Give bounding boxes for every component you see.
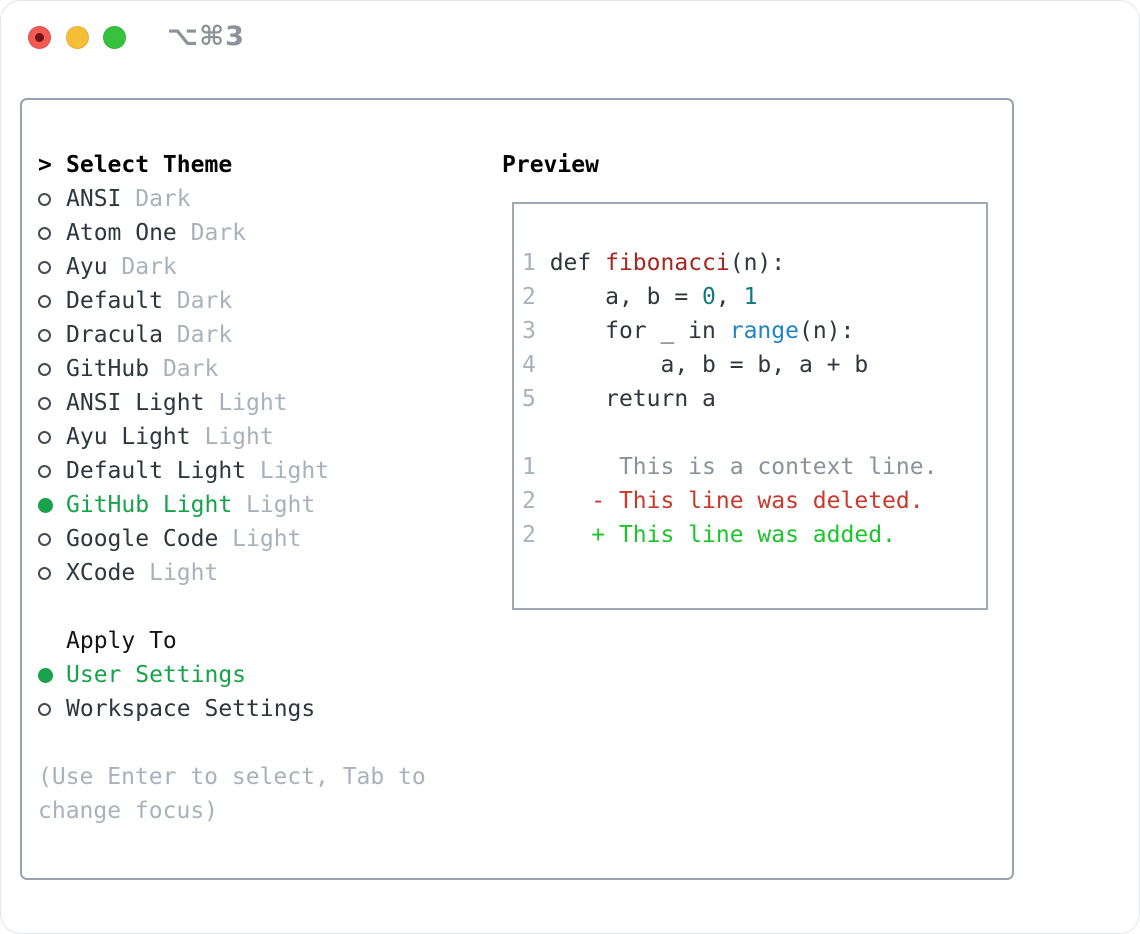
theme-option-label: GitHub (66, 356, 150, 382)
apply-option-user-settings[interactable]: User Settings (38, 658, 478, 692)
title-bar: ⌥⌘3 (0, 0, 1140, 74)
theme-option-label: GitHub Light (66, 492, 233, 518)
radio-icon (38, 430, 51, 444)
keyboard-hint: (Use Enter to select, Tab to change focus… (38, 760, 478, 828)
theme-variant-tag: Dark (176, 288, 233, 314)
preview-title: Preview (502, 152, 599, 178)
theme-variant-tag: Light (204, 424, 274, 450)
apply-option-workspace-settings[interactable]: Workspace Settings (38, 692, 478, 726)
theme-option-ansi[interactable]: ANSI Dark (38, 182, 478, 216)
radio-icon (38, 566, 51, 580)
theme-option-label: Google Code (66, 526, 219, 552)
theme-option-xcode[interactable]: XCode Light (38, 556, 478, 590)
theme-variant-tag: Dark (176, 322, 233, 348)
theme-variant-tag: Light (218, 390, 288, 416)
theme-option-github[interactable]: GitHub Dark (38, 352, 478, 386)
spacer (38, 726, 478, 760)
theme-option-label: Default (66, 288, 163, 314)
apply-to-header: Apply To (38, 624, 478, 658)
theme-option-google-code[interactable]: Google Code Light (38, 522, 478, 556)
theme-option-label: Ayu Light (66, 424, 191, 450)
radio-icon (38, 192, 51, 206)
radio-icon (38, 226, 51, 240)
theme-option-atom-one[interactable]: Atom One Dark (38, 216, 478, 250)
radio-icon (38, 464, 51, 478)
radio-icon (38, 396, 51, 410)
theme-option-ayu[interactable]: Ayu Dark (38, 250, 478, 284)
theme-variant-tag: Dark (162, 356, 219, 382)
select-theme-header: > Select Theme (38, 148, 478, 182)
close-button[interactable] (28, 26, 51, 49)
radio-icon (38, 328, 51, 342)
theme-option-label: ANSI Light (66, 390, 205, 416)
theme-option-label: Ayu (66, 254, 108, 280)
theme-option-label: ANSI (66, 186, 122, 212)
radio-icon (38, 702, 51, 716)
theme-variant-tag: Light (246, 492, 316, 518)
select-theme-title: Select Theme (66, 152, 233, 178)
keyboard-hint-line: (Use Enter to select, Tab to (38, 764, 426, 790)
theme-variant-tag: Light (232, 526, 302, 552)
code-preview: 1 def fibonacci(n): 2 a, b = 0, 1 3 for … (522, 250, 938, 548)
theme-option-github-light[interactable]: GitHub Light Light (38, 488, 478, 522)
radio-icon (38, 532, 51, 546)
theme-option-default[interactable]: Default Dark (38, 284, 478, 318)
preview-pane: 1 def fibonacci(n): 2 a, b = 0, 1 3 for … (512, 202, 988, 610)
apply-option-label: Workspace Settings (66, 696, 316, 722)
theme-variant-tag: Dark (190, 220, 247, 246)
selected-radio-icon (38, 497, 53, 513)
window-shortcut-label: ⌥⌘3 (167, 21, 245, 52)
selected-radio-icon (38, 667, 53, 683)
apply-to-title: Apply To (66, 628, 177, 654)
radio-icon (38, 294, 51, 308)
keyboard-hint-line: change focus) (38, 798, 219, 824)
theme-option-ansi-light[interactable]: ANSI Light Light (38, 386, 478, 420)
theme-variant-tag: Dark (135, 186, 191, 212)
radio-icon (38, 362, 51, 376)
theme-option-ayu-light[interactable]: Ayu Light Light (38, 420, 478, 454)
theme-variant-tag: Light (149, 560, 219, 586)
theme-option-dracula[interactable]: Dracula Dark (38, 318, 478, 352)
theme-option-label: XCode (66, 560, 136, 586)
radio-icon (38, 260, 51, 274)
theme-option-label: Atom One (66, 220, 177, 246)
zoom-button[interactable] (103, 26, 126, 49)
theme-option-default-light[interactable]: Default Light Light (38, 454, 478, 488)
prompt-icon: > (38, 152, 52, 178)
theme-variant-tag: Dark (121, 254, 177, 280)
theme-variant-tag: Light (259, 458, 330, 484)
minimize-button[interactable] (66, 26, 89, 49)
theme-option-label: Dracula (66, 322, 163, 348)
spacer (38, 590, 478, 624)
theme-option-label: Default Light (66, 458, 247, 484)
apply-option-label: User Settings (66, 662, 247, 688)
